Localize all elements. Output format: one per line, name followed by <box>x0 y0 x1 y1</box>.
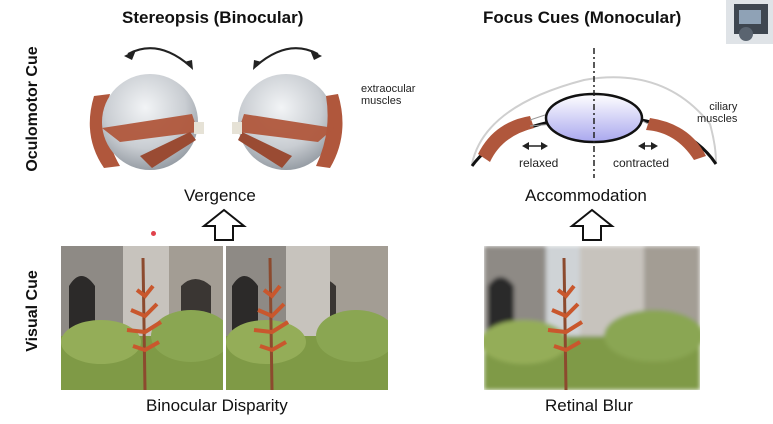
right-eye-icon <box>232 74 343 170</box>
pointer-dot <box>151 231 156 236</box>
row-label-oculomotor: Oculomotor Cue <box>24 46 41 172</box>
photo-retinal-blur <box>484 246 700 390</box>
retinal-blur-caption: Retinal Blur <box>545 396 633 415</box>
rotation-arrow-left <box>127 47 191 67</box>
contracted-label: contracted <box>613 156 670 170</box>
row-label-visual: Visual Cue <box>24 270 41 352</box>
accommodation-label: Accommodation <box>525 186 647 205</box>
presenter-thumbnail <box>726 0 773 44</box>
header-focus-cues: Focus Cues (Monocular) <box>483 8 682 27</box>
ciliary-muscles-label: ciliary muscles <box>697 101 738 125</box>
up-arrow-icon-left <box>201 208 247 241</box>
lens-accommodation-illustration <box>470 48 718 178</box>
up-arrow-icon-right <box>569 208 615 241</box>
photo-right-view <box>226 246 388 390</box>
header-stereopsis: Stereopsis (Binocular) <box>122 8 304 27</box>
binocular-disparity-caption: Binocular Disparity <box>146 396 288 415</box>
extraocular-muscles-label: extraocular muscles <box>361 83 416 107</box>
relaxed-label: relaxed <box>519 156 559 170</box>
eyes-vergence-illustration <box>89 47 343 170</box>
photo-left-view <box>61 246 223 390</box>
rotation-arrow-right <box>255 47 319 67</box>
vergence-label: Vergence <box>184 186 256 205</box>
left-eye-icon <box>89 74 204 170</box>
